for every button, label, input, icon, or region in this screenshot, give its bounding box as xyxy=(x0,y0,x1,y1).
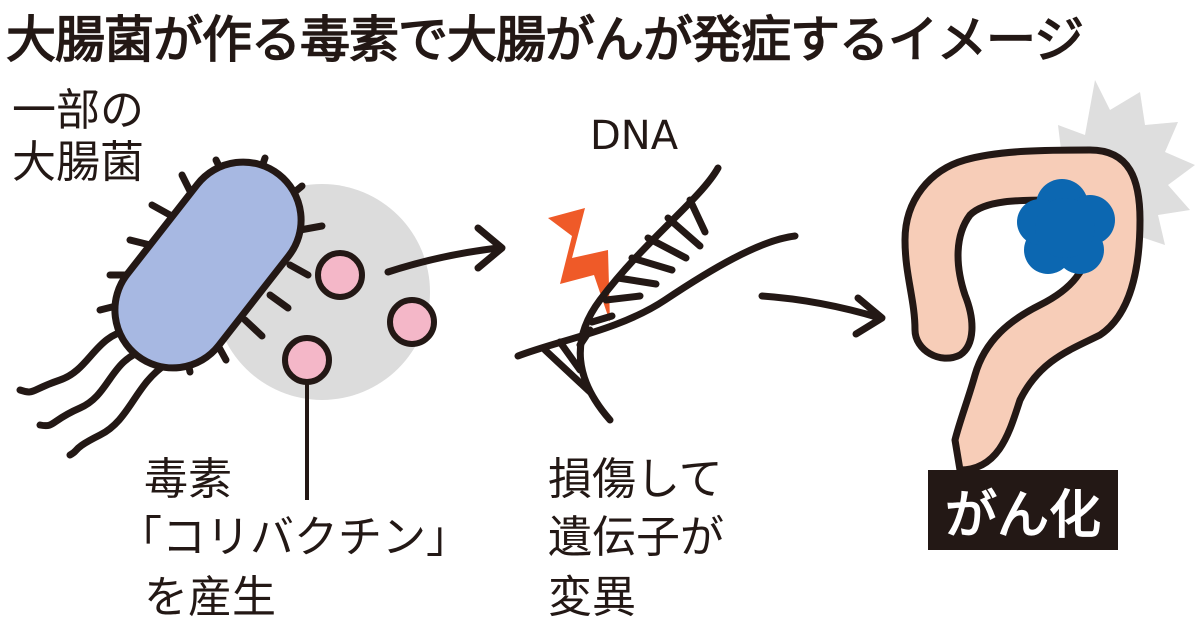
damage-label-line3: 変異 xyxy=(548,572,636,623)
flagella xyxy=(16,326,169,459)
colon-icon xyxy=(901,146,1144,474)
toxin-label-line2: 「コリバクチン」 xyxy=(118,512,470,563)
bacterium-body xyxy=(111,158,305,372)
bacteria-label-line2: 大腸菌 xyxy=(12,137,144,188)
arrow-to-dna xyxy=(384,224,506,276)
toxin-label-line1: 毒素 xyxy=(144,454,232,505)
cancer-badge: がん化 xyxy=(928,470,1118,550)
lightning-icon xyxy=(548,208,610,322)
page-title: 大腸菌が作る毒素で大腸がんが発症するイメージ xyxy=(6,11,1084,69)
damage-label-line2: 遺伝子が xyxy=(548,512,724,563)
toxin-label-line3: を産生 xyxy=(144,572,276,623)
tumor-icon xyxy=(1017,179,1115,274)
toxin-molecules xyxy=(282,250,437,385)
dna-helix-icon xyxy=(514,164,799,424)
dna-label: DNA xyxy=(590,113,679,159)
arrow-to-colon xyxy=(758,292,886,338)
bacteria-label-line1: 一部の xyxy=(12,85,144,136)
damage-label-line1: 損傷して xyxy=(548,454,723,505)
